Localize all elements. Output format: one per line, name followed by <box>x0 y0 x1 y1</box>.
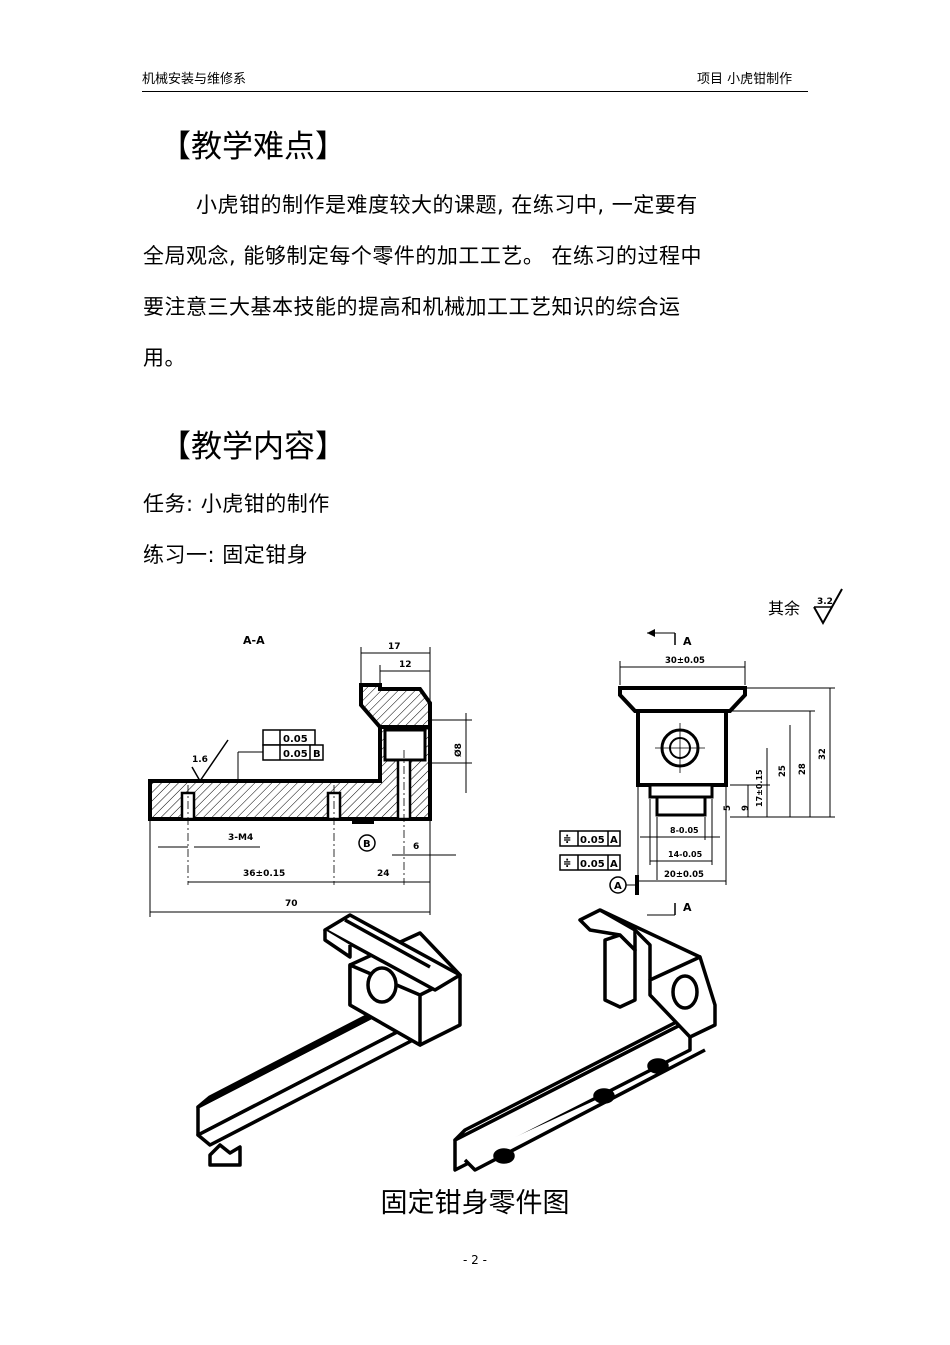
isometric-view-left <box>196 913 462 1167</box>
symmetry-frames: ≑ 0.05 A ≑ 0.05 A <box>559 830 621 871</box>
part-drawing: 其余 3.2 A-A 17 12 Ø8 <box>148 588 843 1172</box>
view-arrow-a-top: A <box>683 635 692 648</box>
threaded-holes <box>180 750 412 885</box>
sym-datum-1: A <box>610 835 618 846</box>
dim-17-tol: 17±0.15 <box>755 769 764 807</box>
dim-36: 36±0.15 <box>243 869 285 879</box>
page-number: - 2 - <box>463 1253 487 1267</box>
header-left: 机械安装与维修系 <box>142 72 247 87</box>
dim-28: 28 <box>798 763 808 775</box>
task-line: 任务: 小虎钳的制作 <box>143 492 330 516</box>
dim-8-tol: 8-0.05 <box>670 826 699 835</box>
roughness-value: 3.2 <box>817 597 833 607</box>
dim-32: 32 <box>818 748 828 760</box>
header-rule <box>142 91 808 92</box>
dim-17: 17 <box>388 642 401 652</box>
tolerance-frames: 0.05 0.05 B <box>237 729 324 781</box>
difficulty-line-4: 用。 <box>143 346 186 370</box>
end-view: A 30±0.05 32 28 25 17±0.15 9 5 <box>559 629 835 916</box>
dim-25: 25 <box>778 765 788 777</box>
datum-a: A <box>614 881 622 892</box>
difficulty-line-3: 要注意三大基本技能的提高和机械加工工艺知识的综合运 <box>143 295 681 319</box>
dim-12: 12 <box>399 660 412 670</box>
sym-tol-2: 0.05 <box>580 859 605 870</box>
section-label: A-A <box>243 634 265 647</box>
header-right: 项目 小虎钳制作 <box>697 72 793 87</box>
dim-6: 6 <box>413 842 419 852</box>
difficulty-line-1: 小虎钳的制作是难度较大的课题, 在练习中, 一定要有 <box>196 193 698 217</box>
dim-m4: 3-M4 <box>228 833 253 843</box>
tolerance-value-1: 0.05 <box>283 734 308 745</box>
sym-tol-1: 0.05 <box>580 835 605 846</box>
exercise-line: 练习一: 固定钳身 <box>143 543 309 567</box>
difficulty-line-2: 全局观念, 能够制定每个零件的加工工艺。 在练习的过程中 <box>143 244 703 268</box>
sym-datum-2: A <box>610 859 618 870</box>
dim-9: 9 <box>741 805 751 811</box>
datum-b: B <box>363 839 371 850</box>
svg-text:≑: ≑ <box>563 858 571 869</box>
dim-20: 20±0.05 <box>664 870 704 880</box>
dim-14: 14-0.05 <box>668 850 703 859</box>
roughness-1-6: 1.6 <box>192 755 208 765</box>
dim-30: 30±0.05 <box>665 656 705 666</box>
dim-8: Ø8 <box>453 743 464 757</box>
tolerance-value-2: 0.05 <box>283 749 308 760</box>
section-difficulty-title: 【教学难点】 <box>160 129 346 165</box>
roughness-symbol: 3.2 <box>813 588 843 626</box>
dim-70: 70 <box>285 899 298 909</box>
section-content-title: 【教学内容】 <box>160 429 346 465</box>
datum-b-ref: B <box>313 749 321 760</box>
dim-24: 24 <box>377 869 390 879</box>
roughness-note: 其余 <box>768 599 800 618</box>
section-view-aa: A-A 17 12 Ø8 0.05 <box>148 634 472 917</box>
dim-5: 5 <box>723 805 733 811</box>
figure-caption: 固定钳身零件图 <box>380 1188 570 1219</box>
svg-text:≑: ≑ <box>563 834 571 845</box>
isometric-view-right <box>453 908 717 1172</box>
view-arrow-a-bottom: A <box>683 901 692 914</box>
